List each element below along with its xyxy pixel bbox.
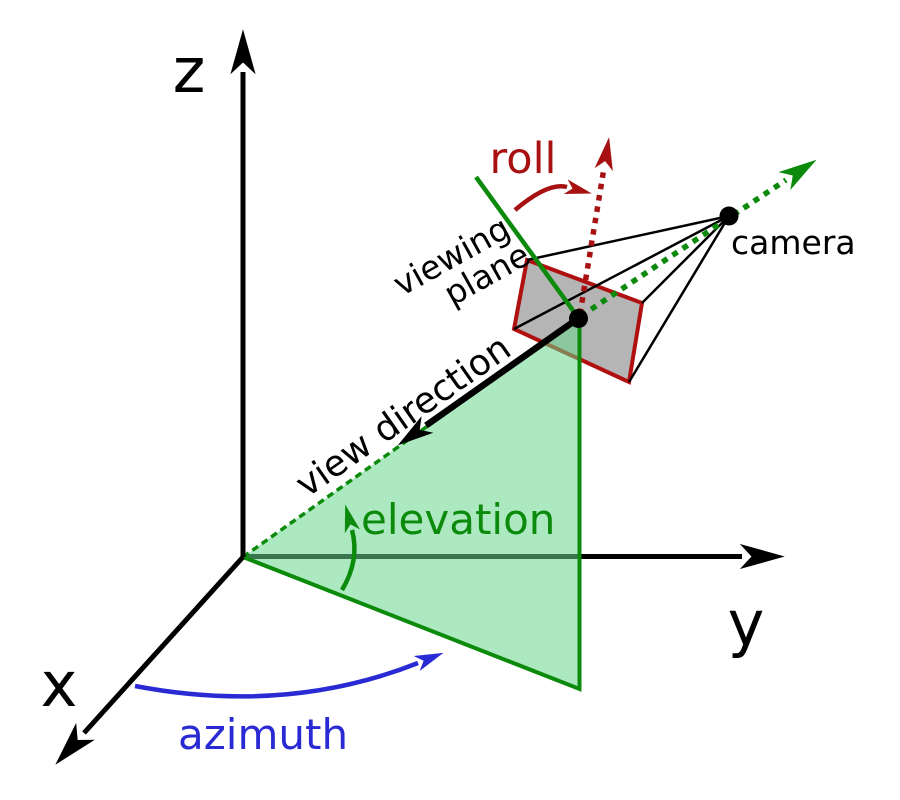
elevation-plane-edges: [242, 320, 582, 692]
viewing-plane-center-point: [569, 309, 588, 328]
plane-up-reference-line: [474, 175, 579, 318]
x-axis-arrow: [55, 555, 245, 765]
frustum-ray-bottom-right: [627, 215, 731, 383]
viewing-plane-label: viewing plane: [386, 208, 536, 313]
azimuth-angle-arc: [134, 652, 444, 699]
y-axis-label: y: [728, 587, 765, 660]
elevation-label: elevation: [361, 495, 555, 544]
roll-angle-arc: [513, 179, 592, 212]
frustum-ray-top-left: [526, 214, 730, 262]
frustum-ray-bottom-left: [513, 214, 730, 331]
view-direction-arrow: [397, 315, 580, 446]
z-axis-label: z: [173, 34, 206, 107]
sight-line-dotted-arrow: [579, 159, 817, 319]
x-axis-label: x: [41, 648, 78, 721]
elevation-plane-fill: [243, 318, 580, 689]
camera-frustum-rays: [513, 214, 731, 383]
azimuth-label: azimuth: [178, 710, 348, 759]
camera-label: camera: [731, 223, 856, 262]
rolled-up-vector-dotted-arrow: [577, 137, 613, 315]
frustum-ray-top-right: [641, 215, 730, 304]
roll-label: roll: [490, 134, 557, 184]
elevation-angle-arc: [340, 504, 360, 592]
camera-point: [719, 206, 739, 226]
